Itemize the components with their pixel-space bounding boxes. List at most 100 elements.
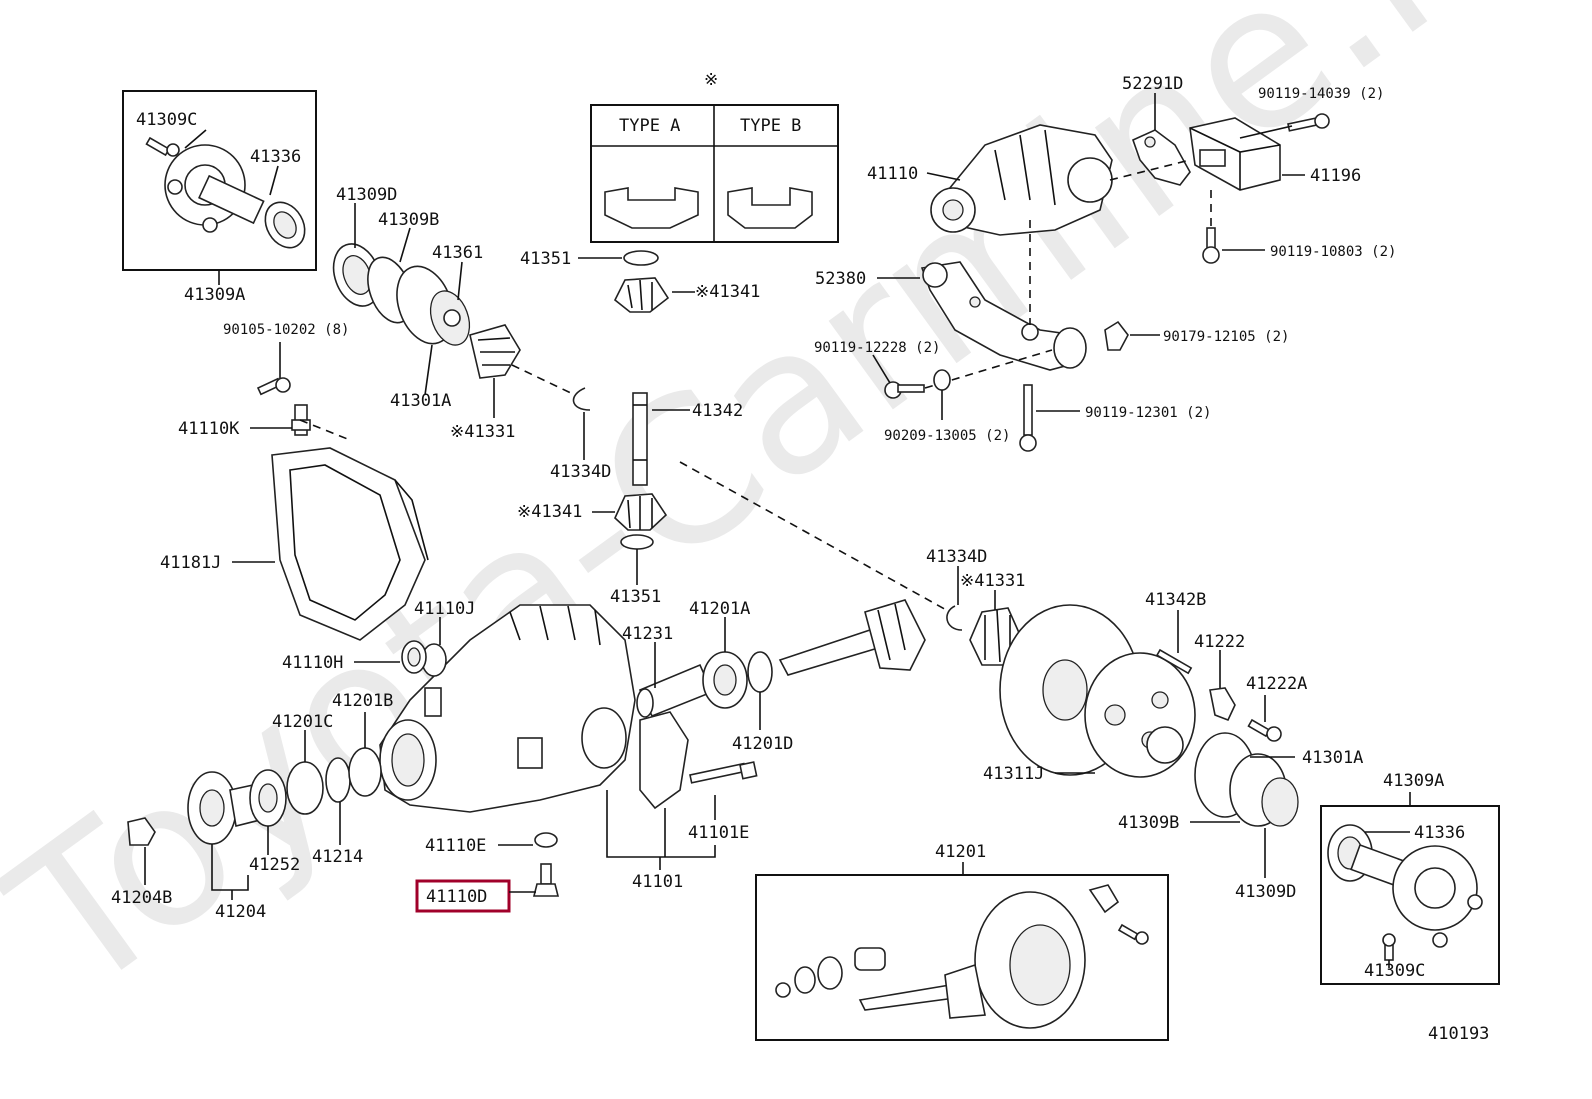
part-label[interactable]: 41361 [432, 243, 483, 263]
companion-flange-right[interactable] [1327, 824, 1483, 948]
bolt-90119-10803[interactable] [1202, 227, 1220, 264]
part-label[interactable]: 90119-10803 (2) [1270, 244, 1396, 260]
bearing-41301A-lower[interactable] [1194, 732, 1299, 827]
part-label[interactable]: 41342B [1145, 590, 1206, 610]
part-label[interactable]: 90119-14039 (2) [1258, 86, 1384, 102]
part-label[interactable]: 41309B [378, 210, 439, 230]
part-label[interactable]: 41336 [1414, 823, 1465, 843]
thrust-washer-41351-upper[interactable] [623, 250, 659, 266]
part-label[interactable]: 90119-12228 (2) [814, 340, 940, 356]
cover-bolt-90105[interactable] [256, 377, 291, 396]
part-label[interactable]: 41110K [178, 419, 240, 439]
part-label[interactable]: 41334D [926, 547, 987, 567]
spacer-41231[interactable] [636, 663, 714, 718]
bolt-90119-12301[interactable] [1019, 384, 1037, 452]
companion-flange-left[interactable] [164, 144, 313, 255]
part-label[interactable]: 41309C [1364, 961, 1425, 981]
part-label[interactable]: 41196 [1310, 166, 1361, 186]
part-label[interactable]: ※41341 [517, 502, 582, 522]
bolt-90119-14039[interactable] [1287, 113, 1330, 132]
part-label[interactable]: 41334D [550, 462, 611, 482]
part-label[interactable]: 41222A [1246, 674, 1307, 694]
pinion-shaft-41342[interactable] [632, 392, 648, 486]
part-label[interactable]: 41309A [1383, 771, 1444, 791]
part-label[interactable]: 41201 [935, 842, 986, 862]
bearing-41301A-upper[interactable] [387, 259, 477, 352]
part-label[interactable]: 90179-12105 (2) [1163, 329, 1289, 345]
part-label[interactable]: 41309D [1235, 882, 1296, 902]
flange-bolt-right[interactable] [1382, 933, 1396, 961]
part-label[interactable]: 41181J [160, 553, 221, 573]
washer-90209-13005[interactable] [933, 369, 951, 391]
oil-slinger-41214[interactable] [325, 757, 351, 803]
part-label[interactable]: 41101 [632, 872, 683, 892]
pinion-gear-41341-upper[interactable] [613, 277, 670, 313]
support-member-52380[interactable] [920, 261, 1087, 371]
carrier-housing-41110[interactable] [379, 604, 636, 813]
part-label[interactable]: 41204B [111, 888, 172, 908]
part-label[interactable]: 41301A [390, 391, 451, 411]
stopper-90179-12105[interactable] [1104, 320, 1129, 351]
bearing-41201B[interactable] [348, 747, 382, 797]
part-label[interactable]: 41110J [414, 599, 475, 619]
part-label[interactable]: 90105-10202 (8) [223, 322, 349, 338]
part-label[interactable]: 41301A [1302, 748, 1363, 768]
nut-41204B[interactable] [127, 817, 156, 846]
bolt-41222A[interactable] [1247, 718, 1282, 742]
bolt-41101E[interactable] [689, 761, 758, 784]
part-label[interactable]: 90119-12301 (2) [1085, 405, 1211, 421]
bolt-90119-12228[interactable] [884, 381, 925, 399]
part-label[interactable]: 41231 [622, 624, 673, 644]
part-label[interactable]: 41309D [336, 185, 397, 205]
ring-pinion-kit[interactable] [775, 884, 1149, 1029]
pin-41342B[interactable] [1155, 648, 1193, 675]
differential-carrier-41110[interactable] [930, 124, 1113, 236]
bracket-52291D[interactable] [1132, 129, 1191, 186]
part-label[interactable]: 52291D [1122, 74, 1183, 94]
part-label[interactable]: 41309B [1118, 813, 1179, 833]
lock-plate-41222[interactable] [1209, 687, 1236, 722]
part-label[interactable]: 90209-13005 (2) [884, 428, 1010, 444]
part-label[interactable]: 41101E [688, 823, 749, 843]
part-label[interactable]: 52380 [815, 269, 866, 289]
part-label[interactable]: ※41331 [960, 571, 1025, 591]
part-label[interactable]: 41351 [610, 587, 661, 607]
ring-gear-differential-case[interactable] [999, 604, 1196, 778]
lock-pin-41334D-upper[interactable] [572, 387, 591, 411]
part-label[interactable]: 41351 [520, 249, 571, 269]
gasket-41110E[interactable] [534, 832, 558, 848]
part-label[interactable]: 41222 [1194, 632, 1245, 652]
part-label[interactable]: ※41331 [450, 422, 515, 442]
thrust-washer-41351-lower[interactable] [620, 534, 654, 550]
part-label[interactable]: 41110H [282, 653, 343, 673]
part-label[interactable]: 41201C [272, 712, 333, 732]
bearing-41201C[interactable] [286, 761, 324, 815]
part-label[interactable]: 41201D [732, 734, 793, 754]
part-label[interactable]: 41336 [250, 147, 301, 167]
part-label[interactable]: 41110E [425, 836, 486, 856]
part-label[interactable]: ※41341 [695, 282, 760, 302]
part-label[interactable]: 41309A [184, 285, 245, 305]
drive-pinion[interactable] [778, 599, 926, 676]
pinion-gear-41341-lower[interactable] [614, 493, 668, 531]
oil-seal-41201C[interactable] [249, 769, 287, 827]
bearing-41201A[interactable] [702, 651, 748, 709]
shim-41201D[interactable] [747, 651, 773, 693]
part-label[interactable]: 41201B [332, 691, 393, 711]
damper-41196[interactable] [1189, 117, 1281, 191]
part-label[interactable]: 41252 [249, 855, 300, 875]
part-label[interactable]: 41311J [983, 764, 1044, 784]
flange-bolt-left[interactable] [145, 136, 180, 157]
part-label[interactable]: 41214 [312, 847, 363, 867]
drain-plug-41110D[interactable] [532, 863, 560, 897]
part-label[interactable]: 41204 [215, 902, 266, 922]
part-label-highlighted[interactable]: 41110D [426, 887, 487, 907]
side-gear-41331-upper[interactable] [469, 324, 521, 379]
part-label[interactable]: 41309C [136, 110, 197, 130]
part-label[interactable]: 41342 [692, 401, 743, 421]
lock-pin-41334D-lower[interactable] [946, 605, 963, 631]
part-label[interactable]: 41110 [867, 164, 918, 184]
part-label[interactable]: 41201A [689, 599, 750, 619]
bearing-cap-41101[interactable] [639, 711, 689, 810]
carrier-cover-41181J[interactable] [271, 447, 429, 641]
